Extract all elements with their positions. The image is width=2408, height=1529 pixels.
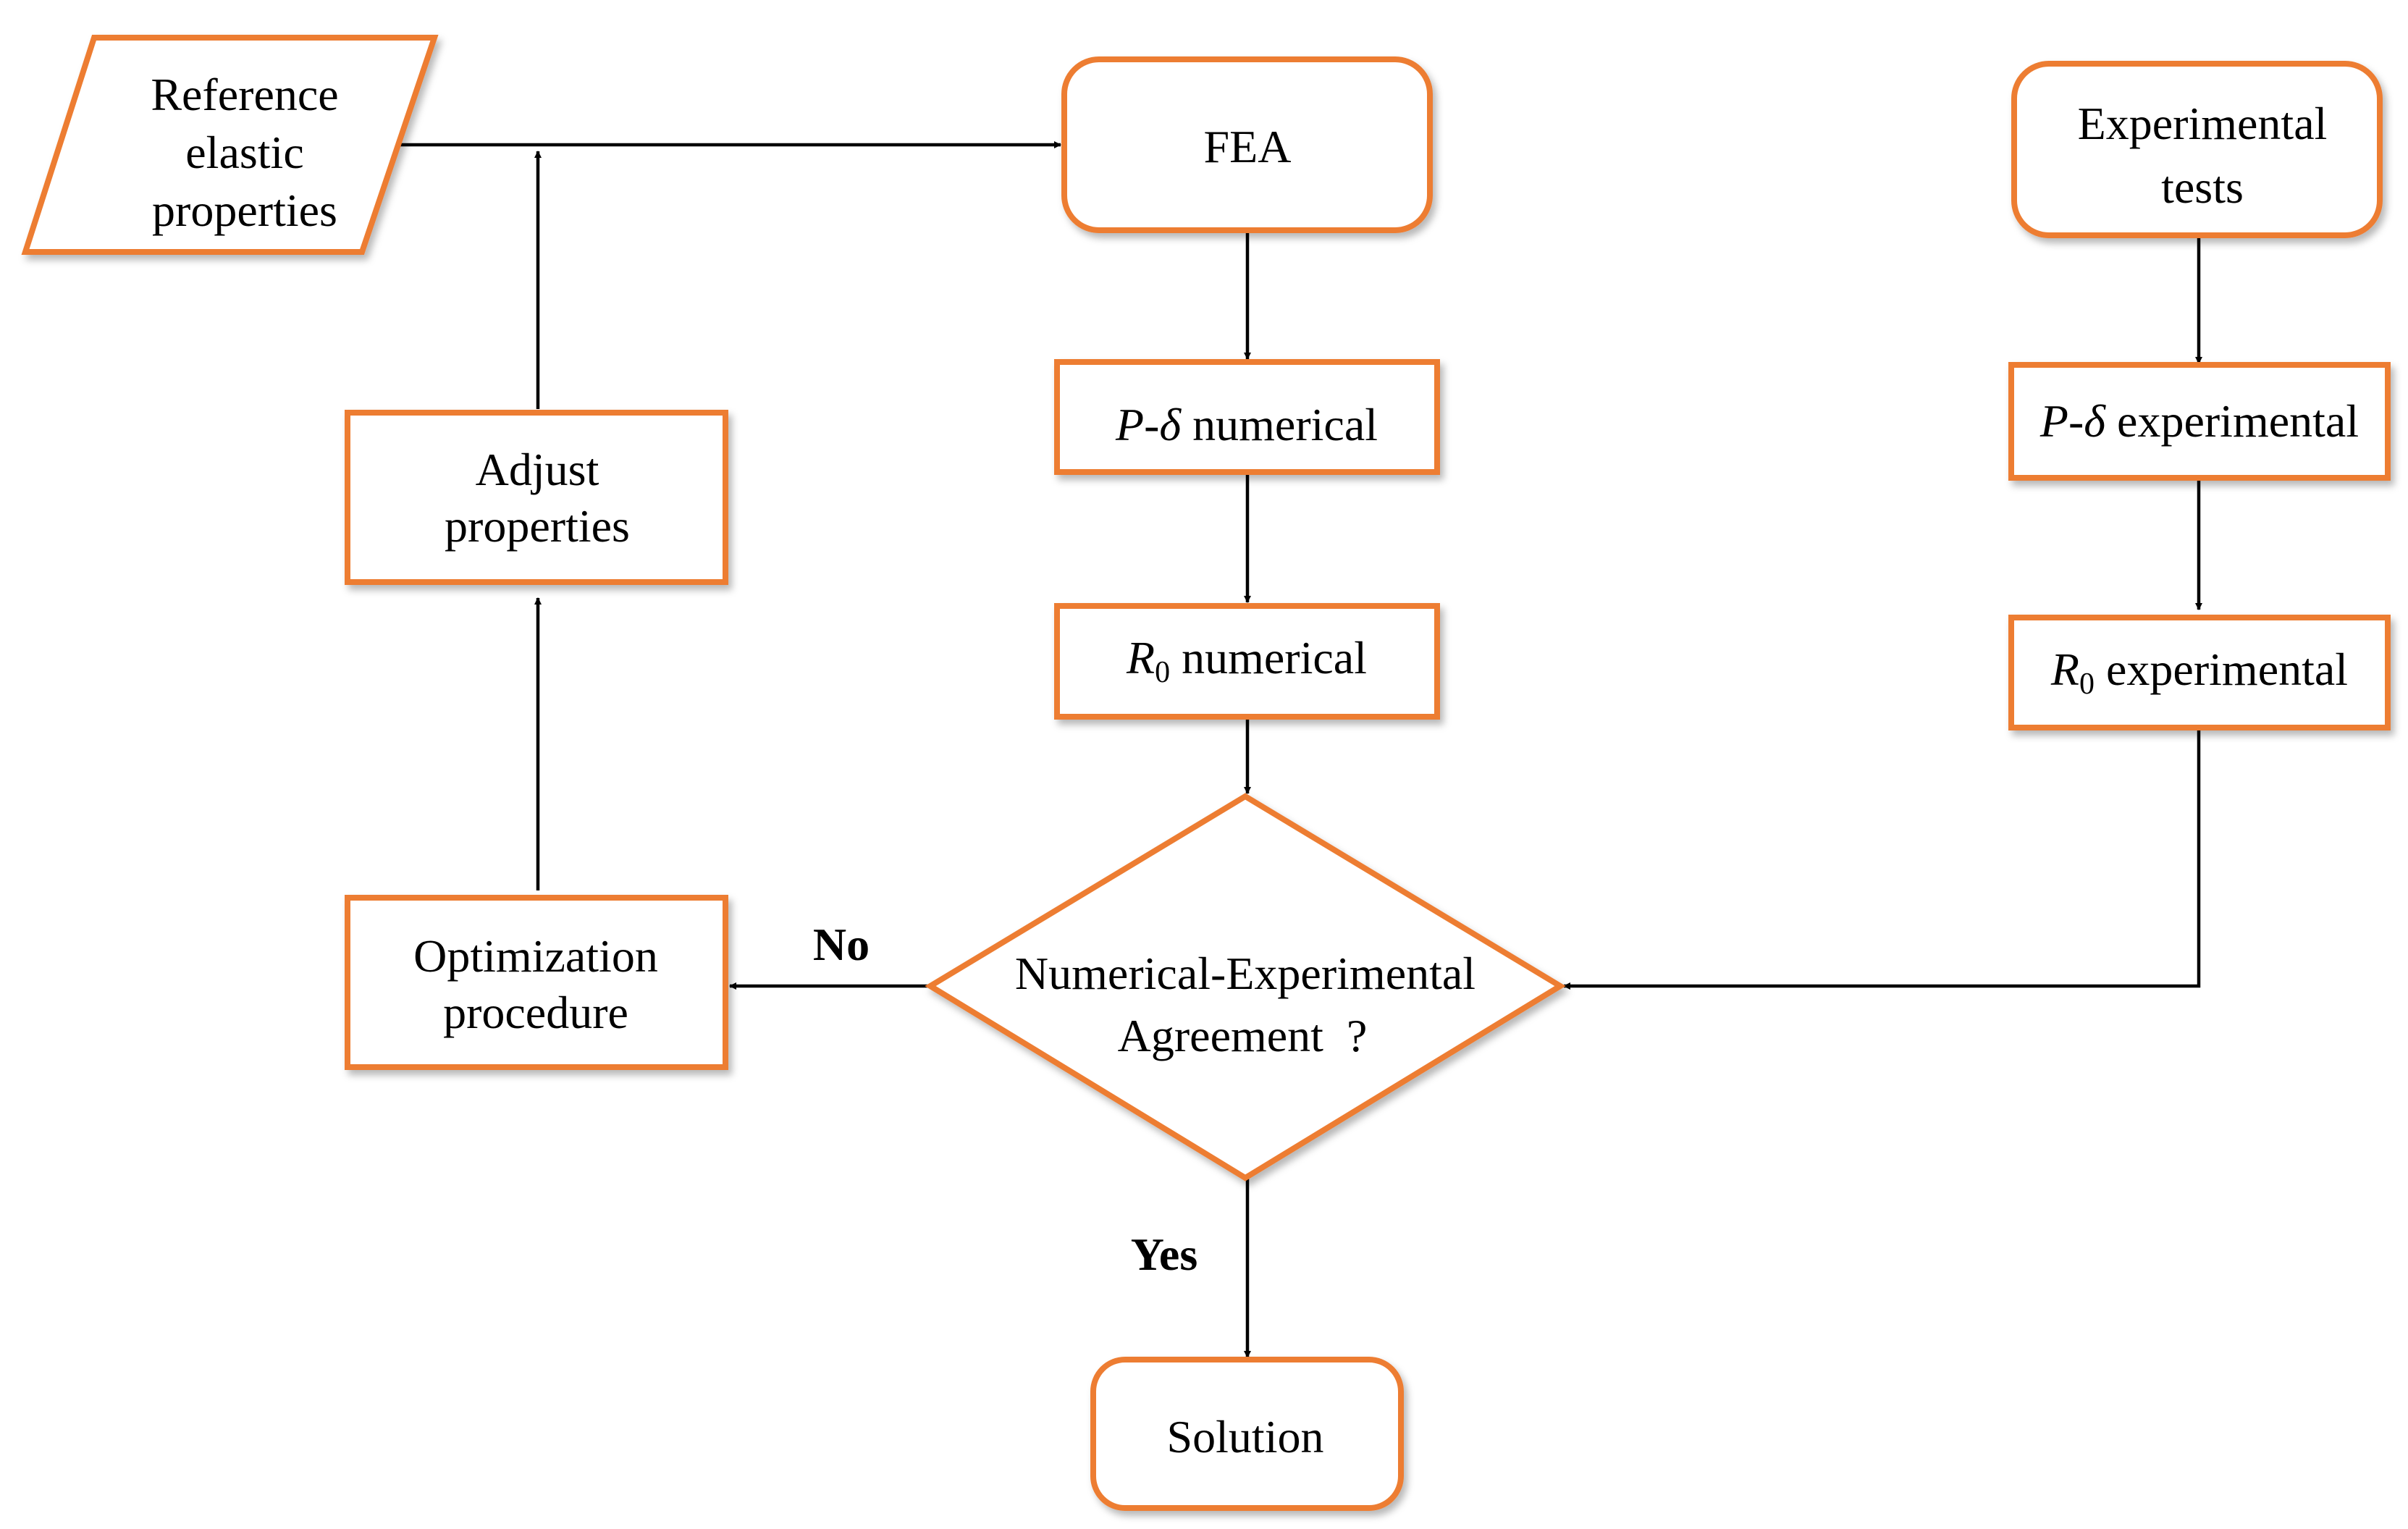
reference-parallelogram: [21, 35, 439, 255]
r0-experimental-label: R0 experimental: [2050, 644, 2348, 701]
labels: Reference elastic properties FEA Experim…: [151, 69, 2359, 1462]
pd-experimental-sep: -: [2068, 395, 2084, 447]
r0-experimental-sub: 0: [2079, 667, 2095, 701]
decision-label-line-1: Numerical-Experimental: [1015, 948, 1475, 999]
pd-experimental-label: P-δ experimental: [2039, 395, 2359, 447]
connectors: [397, 141, 2202, 1358]
pd-numerical-greek: δ: [1159, 399, 1182, 450]
r0-experimental-rest: experimental: [2095, 644, 2348, 695]
pd-numerical-sep: -: [1144, 399, 1159, 450]
r0-numerical-label: R0 numerical: [1126, 632, 1367, 689]
pd-numerical-box: [1054, 359, 1440, 475]
adjust-label-line-2: properties: [445, 500, 630, 552]
reference-label-line-3: properties: [152, 185, 337, 236]
fea-label: FEA: [1204, 121, 1292, 172]
decision-label-line-2: Agreement ?: [1118, 1010, 1368, 1061]
r0-numerical-sub: 0: [1155, 656, 1170, 689]
pd-numerical-label: P-δ numerical: [1115, 399, 1378, 450]
pd-experimental-rest: experimental: [2105, 395, 2359, 447]
experimental-tests-box: [2011, 61, 2383, 238]
pd-numerical-var: P: [1115, 399, 1144, 450]
reference-label-line-1: Reference: [151, 69, 338, 120]
solution-label: Solution: [1167, 1411, 1324, 1462]
yes-edge-label: Yes: [1131, 1229, 1197, 1280]
optimization-label-line-1: Optimization: [413, 930, 658, 982]
adjust-properties-box: [345, 410, 728, 585]
reference-label-line-2: elastic: [185, 127, 303, 178]
r0-numerical-box: [1054, 603, 1440, 720]
pd-experimental-greek: δ: [2084, 395, 2106, 447]
solution-box: [1090, 1357, 1404, 1511]
r0-numerical-rest: numerical: [1170, 632, 1367, 683]
pd-experimental-box: [2008, 362, 2391, 481]
experimental-tests-label-line-2: tests: [2161, 161, 2244, 213]
decision-diamond: [925, 793, 1566, 1182]
optimization-label-line-2: procedure: [443, 987, 628, 1038]
fea-box: [1061, 56, 1433, 233]
r0-experimental-box: [2008, 615, 2391, 730]
pd-experimental-var: P: [2039, 395, 2068, 447]
pd-numerical-rest: numerical: [1181, 399, 1378, 450]
r0-experimental-var: R: [2050, 644, 2079, 695]
arrow-r0-experimental-to-decision: [1563, 728, 2201, 990]
optimization-procedure-box: [345, 895, 728, 1070]
r0-numerical-var: R: [1126, 632, 1155, 683]
no-edge-label: No: [813, 919, 870, 970]
adjust-label-line-1: Adjust: [476, 444, 599, 495]
experimental-tests-label-line-1: Experimental: [2078, 98, 2328, 149]
shapes: [21, 35, 2391, 1511]
